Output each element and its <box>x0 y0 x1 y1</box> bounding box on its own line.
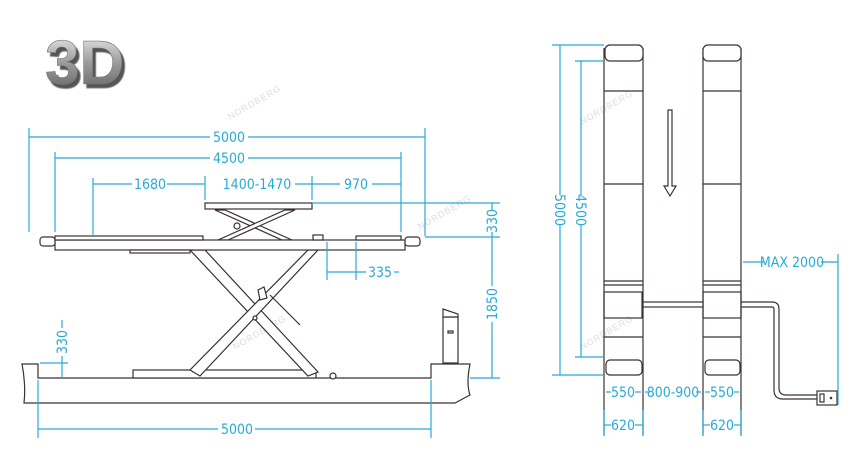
platform-ramp-left <box>39 236 56 247</box>
dim-label: 620 <box>611 418 635 434</box>
dim-label: 5000 <box>551 194 567 226</box>
drawing-stroke <box>269 294 301 326</box>
arrow-down-icon <box>662 109 678 198</box>
power-cable <box>741 306 817 400</box>
runway-left <box>603 44 644 435</box>
drawing-stroke <box>252 315 258 321</box>
dim-sections: 1680 1400-1470 970 <box>92 176 401 236</box>
dim-platform-length: 4500 <box>54 151 402 232</box>
dim-label: 1400-1470 <box>223 177 292 193</box>
dim-top-platform-length: 4500 <box>572 60 604 358</box>
drawing-stroke <box>604 44 644 62</box>
power-cable <box>741 301 817 396</box>
watermark: NORDBERG <box>578 88 635 127</box>
drawing-stroke <box>704 359 741 376</box>
dim-overall-length: 5000 <box>28 128 426 236</box>
3d-logo-text: 3D <box>45 29 124 98</box>
power-socket <box>816 390 838 406</box>
drawing-stroke <box>702 44 742 62</box>
dim-label: 4500 <box>572 194 588 226</box>
base-roller <box>329 372 337 380</box>
dim-label: 1680 <box>134 177 166 193</box>
aux-scissor <box>214 209 296 241</box>
dim-label: 1850 <box>485 288 501 320</box>
drawing-stroke <box>829 396 833 400</box>
dim-heights: 330 1850 <box>312 202 501 379</box>
dim-label: 4500 <box>213 151 245 167</box>
dim-label: 330 <box>485 209 501 233</box>
drawing-stroke <box>605 359 643 376</box>
dim-runway-widths: 550 800-900 550 620 620 <box>603 385 742 436</box>
platform-plate <box>54 235 204 241</box>
platform-ramp-right <box>404 236 421 247</box>
dim-label: 550 <box>611 385 635 401</box>
drawing-stroke <box>442 308 459 318</box>
main-platform <box>54 239 406 251</box>
platform-underside <box>129 249 191 254</box>
platform-stop <box>312 234 324 241</box>
dim-label: 5000 <box>213 130 245 146</box>
drawing-stroke <box>233 222 241 230</box>
drawing-stroke <box>603 291 643 319</box>
dim-label: 550 <box>710 385 734 401</box>
dim-label: 330 <box>55 330 71 354</box>
dim-label: 620 <box>710 418 734 434</box>
drawing-stroke <box>819 393 825 403</box>
dim-base-height: 330 <box>40 320 71 378</box>
dim-ramp-offset: 335 <box>326 242 399 281</box>
runway-connector <box>642 301 704 308</box>
watermark: NORDBERG <box>578 313 635 352</box>
dim-label: 970 <box>344 177 368 193</box>
dim-label: 800-900 <box>647 385 700 401</box>
floor-pit <box>21 363 471 404</box>
side-view: 5000 4500 1680 1400-1470 970 <box>21 128 501 438</box>
3d-logo: 3D <box>45 29 125 99</box>
platform-plate <box>355 235 402 241</box>
control-post <box>442 308 459 364</box>
top-view: 5000 4500 550 800-900 550 620 <box>551 44 839 436</box>
drawing-stroke <box>447 330 454 334</box>
drawing-stroke <box>257 286 268 301</box>
dim-top-overall-length: 5000 <box>551 44 604 376</box>
base-frame <box>132 369 317 379</box>
dim-cable-length: MAX 2000 <box>743 254 839 405</box>
drawing-stroke <box>702 291 742 319</box>
dim-label: MAX 2000 <box>760 255 824 271</box>
aux-platform <box>204 202 313 210</box>
main-scissor <box>188 249 320 377</box>
drawing-stroke <box>442 316 459 364</box>
watermark: NORDBERG <box>226 83 283 122</box>
dim-base-length: 5000 <box>37 380 432 438</box>
dim-label: 335 <box>368 265 392 281</box>
runway-right <box>702 44 742 435</box>
dim-label: 5000 <box>221 422 253 438</box>
